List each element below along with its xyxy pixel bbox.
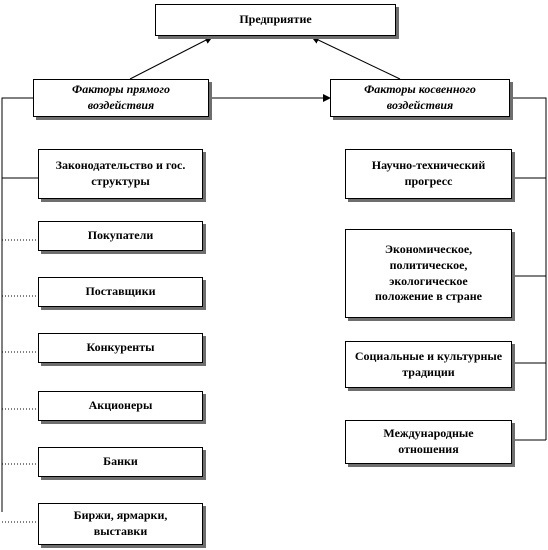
direct-item-label: Поставщики [85,284,156,299]
indirect-item-label: Научно-технический прогресс [371,158,486,188]
indirect-item-label: Экономическое, политическое, экологическ… [375,242,482,304]
direct-item-label: Конкуренты [86,340,155,355]
indirect-factors-box: Факторы косвенного воздействия [330,79,510,117]
direct-item: Банки [38,447,203,477]
direct-item-label: Законодательство и гос. структуры [55,158,186,188]
bracket-indirect [510,97,547,440]
indirect-item: Международные отношения [345,420,512,464]
direct-item-label: Биржи, ярмарки, выставки [73,508,168,538]
enterprise-label: Предприятие [239,12,312,27]
indirect-item: Научно-технический прогресс [345,149,512,199]
direct-factors-label: Факторы прямого воздействия [72,82,170,112]
direct-factors-box: Факторы прямого воздействия [33,79,209,117]
direct-item: Конкуренты [38,333,203,363]
direct-item: Биржи, ярмарки, выставки [38,503,203,545]
indirect-item: Социальные и культурные традиции [345,341,512,388]
enterprise-box: Предприятие [155,4,396,36]
indirect-item-label: Международные отношения [383,426,474,456]
direct-item: Акционеры [38,391,203,421]
indirect-item: Экономическое, политическое, экологическ… [345,229,512,318]
indirect-factors-label: Факторы косвенного воздействия [364,82,476,112]
bracket-direct [1,97,34,512]
direct-item: Покупатели [38,221,203,251]
direct-item-label: Банки [103,454,138,469]
arrow-direct-to-enterprise [129,36,213,80]
direct-item: Законодательство и гос. структуры [38,149,203,199]
direct-item-label: Покупатели [87,228,154,243]
direct-item-label: Акционеры [88,398,153,413]
arrow-indirect-to-enterprise [311,36,401,80]
direct-item: Поставщики [38,277,203,307]
indirect-item-label: Социальные и культурные традиции [354,348,503,379]
